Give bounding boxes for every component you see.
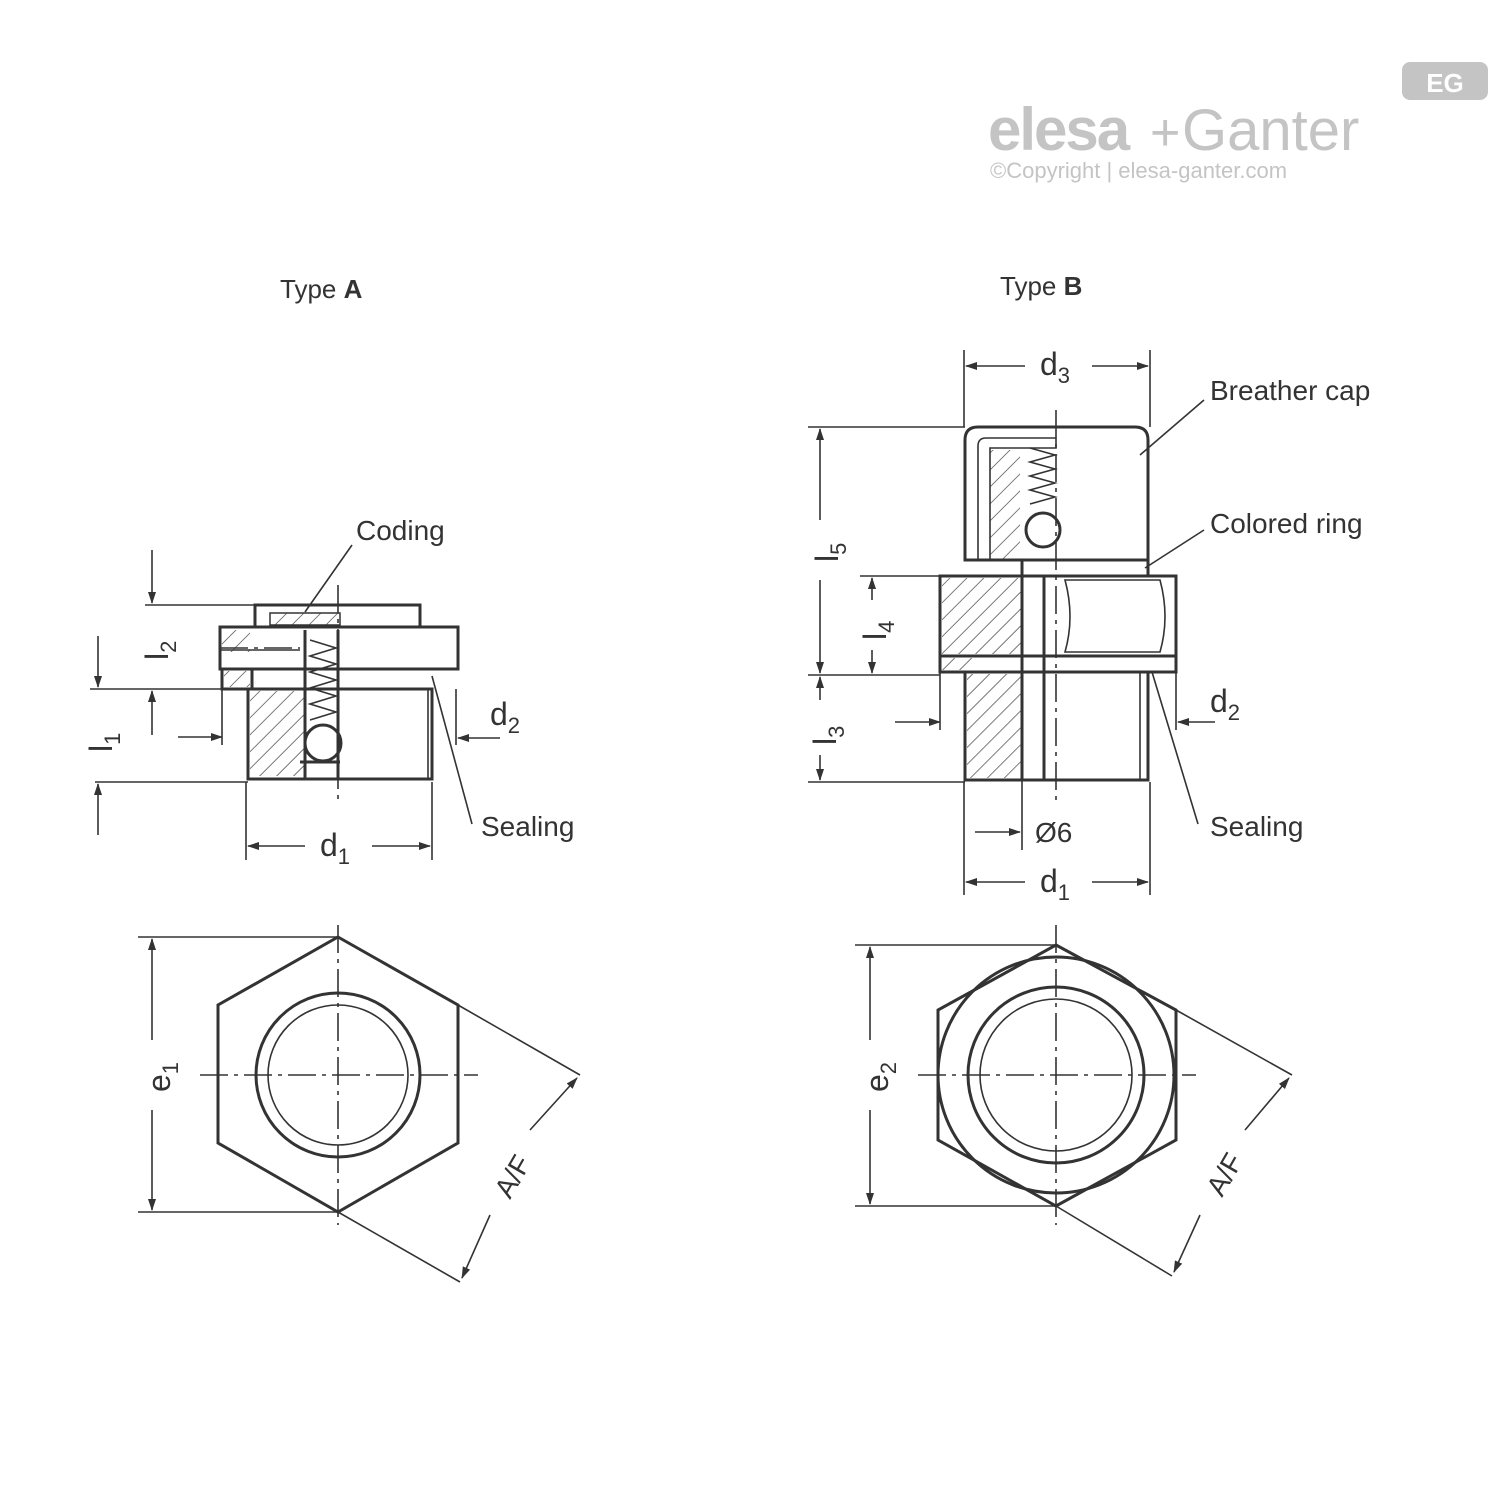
brand-name-right: Ganter bbox=[1182, 98, 1359, 163]
dim-d2: d2 bbox=[490, 696, 520, 738]
label-breather-cap: Breather cap bbox=[1210, 375, 1370, 406]
type-a-dimensions: l2 l1 d1 d2 bbox=[83, 550, 520, 869]
type-a-hex-view: e1 A/F bbox=[138, 925, 581, 1283]
type-a-ball-icon bbox=[303, 723, 343, 763]
dim-af-a: A/F bbox=[488, 1150, 537, 1203]
leader-sealing-b bbox=[1151, 671, 1199, 825]
brand-badge-text: EG bbox=[1426, 68, 1464, 98]
dim-l1: l1 bbox=[83, 733, 125, 752]
type-b-ball-icon bbox=[1024, 511, 1062, 549]
brand-name-sep: + bbox=[1150, 104, 1180, 162]
dim-d3: d3 bbox=[1040, 346, 1070, 388]
type-b-section-view bbox=[938, 410, 1178, 800]
type-b-spring-icon bbox=[1027, 447, 1058, 505]
dim-e2: e2 bbox=[859, 1062, 901, 1092]
label-colored-ring: Colored ring bbox=[1210, 508, 1363, 539]
type-b-dimensions: d3 l5 l4 l3 Ø6 bbox=[807, 346, 1240, 905]
dim-l2: l2 bbox=[139, 641, 181, 660]
dim-l4: l4 bbox=[857, 621, 899, 640]
dim-d2-b: d2 bbox=[1210, 683, 1240, 725]
dim-af-b: A/F bbox=[1200, 1148, 1249, 1201]
dim-e1: e1 bbox=[141, 1062, 183, 1092]
dim-d1: d1 bbox=[320, 827, 350, 869]
leader-colored-ring bbox=[1144, 529, 1205, 569]
type-a-title: Type A bbox=[280, 274, 363, 304]
label-sealing-b: Sealing bbox=[1210, 811, 1303, 842]
dim-l3: l3 bbox=[807, 726, 849, 745]
leader-coding bbox=[304, 544, 353, 613]
leader-sealing-a bbox=[431, 675, 473, 825]
type-b-hex-view: e2 A/F bbox=[855, 925, 1293, 1277]
dim-d1-b: d1 bbox=[1040, 863, 1070, 905]
brand-badge-icon bbox=[1402, 62, 1488, 100]
type-a-section-view bbox=[218, 585, 460, 800]
type-a-spring-icon bbox=[307, 639, 339, 721]
label-sealing-a: Sealing bbox=[481, 811, 574, 842]
type-b-drawing: Type B bbox=[807, 271, 1370, 1277]
type-a-drawing: Type A bbox=[83, 274, 581, 1283]
type-b-title: Type B bbox=[1000, 271, 1082, 301]
label-coding: Coding bbox=[356, 515, 445, 546]
dim-dia6: Ø6 bbox=[1035, 817, 1072, 848]
brand-logo: elesa + Ganter ©Copyright | elesa-ganter… bbox=[988, 62, 1488, 183]
dim-l5: l5 bbox=[809, 543, 851, 562]
leader-breather-cap bbox=[1139, 399, 1205, 456]
brand-name-left: elesa bbox=[988, 96, 1131, 163]
brand-copyright: ©Copyright | elesa-ganter.com bbox=[990, 158, 1287, 183]
